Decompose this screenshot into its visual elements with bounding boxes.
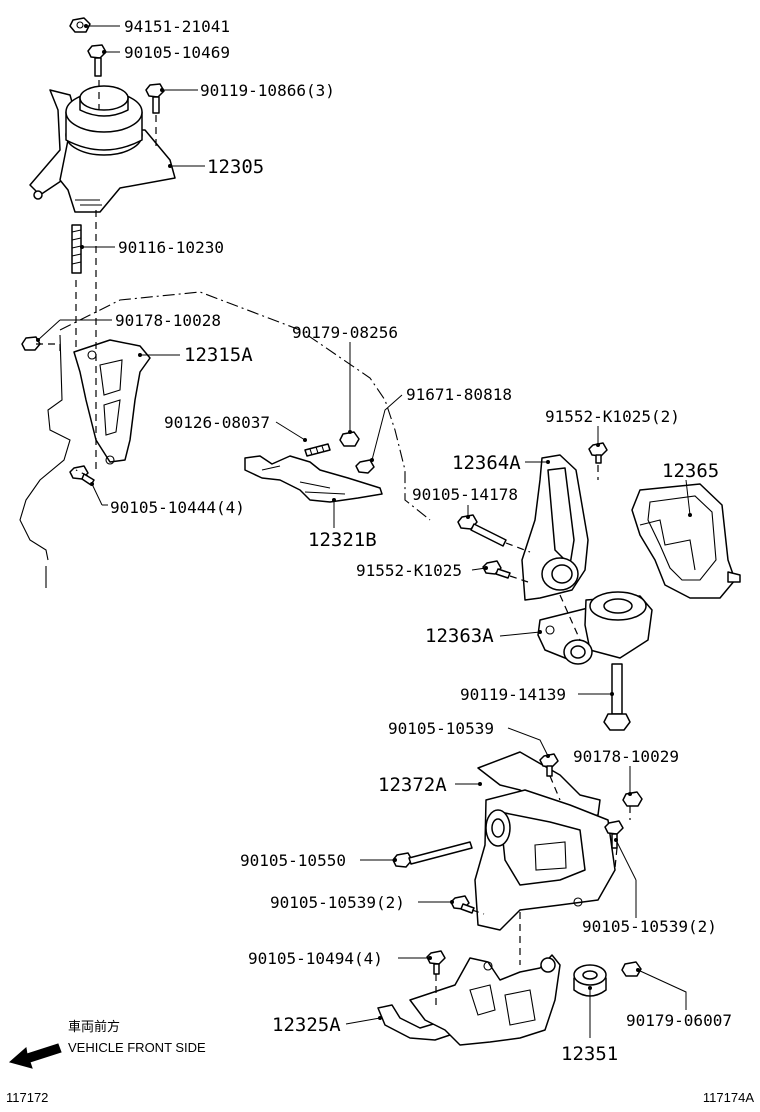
bolt-icon (392, 841, 473, 868)
label-90178-10028: 90178-10028 (115, 311, 221, 330)
bolt-icon (457, 514, 507, 547)
label-94151-21041: 94151-21041 (124, 17, 230, 36)
vehicle-front-english: VEHICLE FRONT SIDE (68, 1040, 206, 1055)
bolt-icon (588, 442, 608, 464)
arrow-left-icon (8, 1043, 62, 1069)
label-90105-10539: 90105-10539 (388, 719, 494, 738)
bracket-12325A (377, 954, 561, 1046)
part-labels: 94151-21041 90105-10469 90119-10866(3) 1… (110, 17, 732, 1065)
label-90105-10539-2-left: 90105-10539(2) (270, 893, 405, 912)
label-12305: 12305 (207, 156, 264, 178)
bolt-icon (355, 459, 375, 474)
bolt-icon (87, 44, 107, 77)
nut-icon (621, 961, 642, 977)
upper-engine-mount-12305 (29, 85, 176, 213)
mount-12363A (537, 591, 653, 665)
label-12363A: 12363A (425, 625, 494, 647)
nut-icon (339, 431, 360, 447)
label-90126-08037: 90126-08037 (164, 413, 270, 432)
label-91552-K1025: 91552-K1025 (356, 561, 462, 580)
bolt-icon (603, 663, 631, 731)
bolt-icon (450, 895, 475, 914)
bolt-icon (426, 950, 446, 975)
reference-number-right: 117174A (703, 1090, 754, 1105)
label-90105-10444: 90105-10444(4) (110, 498, 245, 517)
bolt-icon (69, 465, 95, 486)
stud-bolt-icon (71, 224, 82, 274)
engine-outline (19, 291, 431, 588)
label-12315A: 12315A (184, 344, 253, 366)
bracket-12321B (244, 455, 383, 503)
label-90105-14178: 90105-14178 (412, 485, 518, 504)
nut-icon (622, 791, 643, 807)
nut-icon (21, 336, 41, 351)
vehicle-front-indicator: 車両前方 VEHICLE FRONT SIDE (8, 1019, 206, 1069)
label-12325A: 12325A (272, 1014, 341, 1036)
label-90179-06007: 90179-06007 (626, 1011, 732, 1030)
engine-mount-bracket-12315A (73, 339, 151, 465)
vehicle-front-japanese: 車両前方 (68, 1019, 120, 1035)
bolt-icon (304, 443, 331, 457)
cover-12365 (631, 483, 741, 599)
label-12364A: 12364A (452, 452, 521, 474)
label-90178-10029: 90178-10029 (573, 747, 679, 766)
bolt-icon (539, 753, 559, 777)
label-12321B: 12321B (308, 529, 377, 551)
label-90116-10230: 90116-10230 (118, 238, 224, 257)
label-90105-10550: 90105-10550 (240, 851, 346, 870)
label-91552-K1025-2: 91552-K1025(2) (545, 407, 680, 426)
bolt-icon (482, 560, 511, 579)
label-90105-10469: 90105-10469 (124, 43, 230, 62)
label-91671-80818: 91671-80818 (406, 385, 512, 404)
bracket-12372A (474, 751, 616, 931)
reference-number-left: 117172 (6, 1090, 48, 1105)
label-12372A: 12372A (378, 774, 447, 796)
label-90119-10866: 90119-10866(3) (200, 81, 335, 100)
label-90179-08256: 90179-08256 (292, 323, 398, 342)
assembly-lines (36, 80, 631, 1010)
label-90119-14139: 90119-14139 (460, 685, 566, 704)
bolt-icon (145, 83, 165, 114)
nut-icon (69, 17, 91, 33)
label-12351: 12351 (561, 1043, 618, 1065)
leader-lines (36, 24, 692, 1038)
label-90105-10494: 90105-10494(4) (248, 949, 383, 968)
label-90105-10539-2-right: 90105-10539(2) (582, 917, 717, 936)
bracket-12364A (521, 454, 589, 601)
label-12365: 12365 (662, 460, 719, 482)
